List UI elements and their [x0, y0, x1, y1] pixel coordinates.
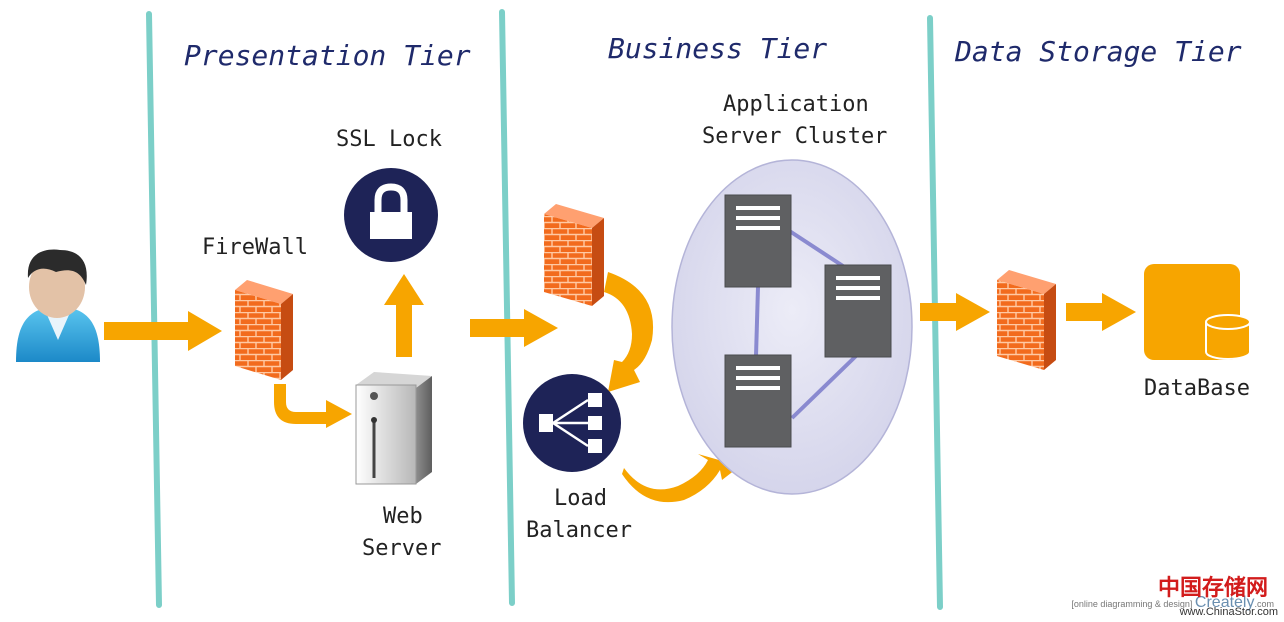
- firewall-label: FireWall: [202, 235, 308, 260]
- presentation-tier-title: Presentation Tier: [184, 39, 471, 72]
- arrow-firewall-to-database: [1066, 293, 1136, 331]
- creately-note: [online diagramming & design]: [1071, 599, 1193, 609]
- creately-brand: Creately: [1194, 594, 1255, 611]
- firewall-icon: [235, 280, 293, 380]
- app-server-icon: [824, 264, 892, 358]
- app-cluster-label-1: Application: [723, 92, 869, 117]
- load-balancer-label-1: Load: [554, 486, 607, 511]
- chinastor-brand: 中国存储网: [1157, 576, 1268, 601]
- creately-watermark: [online diagramming & design] Creately.c…: [1071, 594, 1274, 612]
- cluster-link: [754, 286, 760, 357]
- business-firewall-icon: [544, 204, 604, 306]
- web-server-label-2: Server: [362, 536, 442, 561]
- app-server-icon: [724, 194, 792, 288]
- app-server-cluster: [671, 159, 913, 495]
- tier-divider-1: [146, 11, 162, 608]
- tier-divider-2: [499, 9, 515, 606]
- app-server-icon: [724, 354, 792, 448]
- storage-tier-title: Data Storage Tier: [955, 35, 1242, 68]
- web-server-icon: [355, 372, 432, 485]
- web-server-label-1: Web: [383, 504, 423, 529]
- arrow-business-to-storage: [920, 293, 990, 331]
- arrow-presentation-to-business: [470, 309, 558, 347]
- load-balancer-icon: [523, 374, 621, 472]
- database-icon: [1144, 264, 1251, 360]
- business-tier-title: Business Tier: [608, 32, 828, 65]
- ssl-lock-label: SSL Lock: [336, 127, 442, 152]
- storage-firewall-icon: [997, 270, 1056, 370]
- arrow-user-to-firewall: [104, 311, 222, 351]
- load-balancer-label-2: Balancer: [526, 518, 632, 543]
- app-cluster-label-2: Server Cluster: [702, 124, 888, 149]
- database-label: DataBase: [1144, 376, 1250, 401]
- arrow-loadbalancer-to-cluster: [622, 454, 740, 503]
- ssl-lock-icon: [344, 168, 438, 262]
- creately-suffix: .com: [1254, 599, 1274, 609]
- cluster-link: [790, 354, 858, 420]
- chinastor-url: www.ChinaStor.com: [1179, 606, 1278, 618]
- arrow-webserver-to-ssl: [384, 274, 424, 357]
- arrow-firewall-to-loadbalancer: [604, 272, 654, 392]
- user-icon: [16, 249, 100, 362]
- cluster-link: [786, 228, 848, 270]
- arrow-firewall-to-webserver: [274, 384, 352, 428]
